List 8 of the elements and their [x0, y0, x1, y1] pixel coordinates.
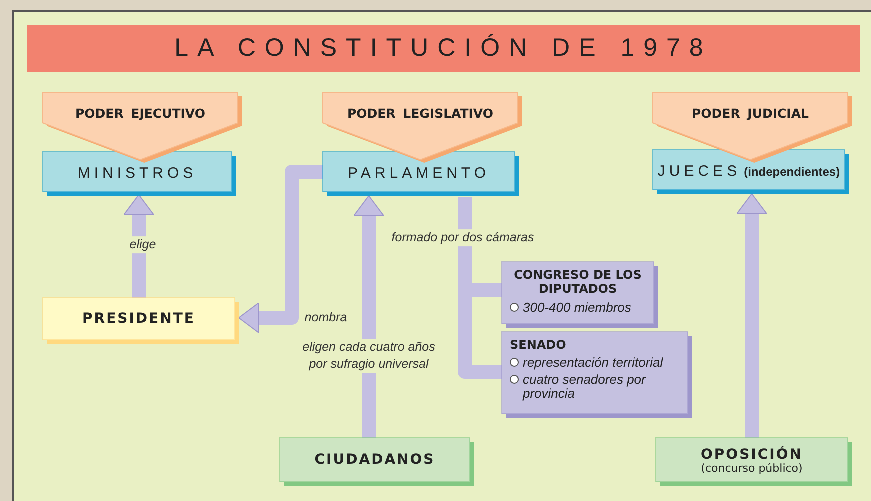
arrow	[238, 165, 323, 334]
title: LA CONSTITUCIÓN DE 1978	[174, 34, 712, 63]
edge-label: nombra	[304, 310, 348, 326]
arrow	[124, 194, 154, 298]
edge-label: elige	[128, 236, 158, 254]
arrow	[736, 194, 768, 438]
edge-label: formado por dos cámaras	[390, 230, 536, 246]
arrow	[354, 196, 384, 438]
